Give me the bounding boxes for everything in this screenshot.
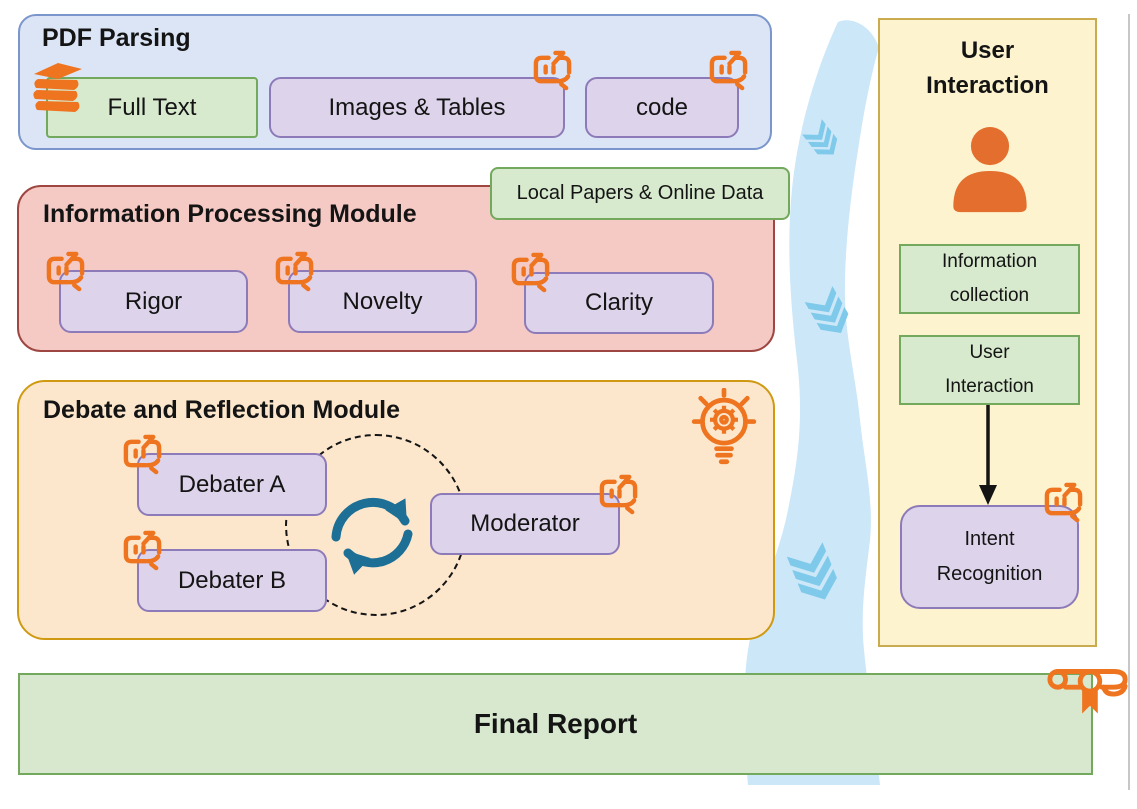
- chatbot-icon: [595, 474, 642, 515]
- images-tables-box: Images & Tables: [269, 77, 565, 138]
- debater-a-label: Debater A: [178, 470, 286, 498]
- moderator-box: Moderator: [430, 493, 620, 555]
- chatbot-icon: [119, 530, 166, 571]
- module-debate-reflection: Debate and Reflection Module Debater A D…: [17, 380, 775, 640]
- novelty-label: Novelty: [342, 287, 423, 315]
- intent-recognition-label: Intent Recognition: [936, 528, 1043, 585]
- debater-a-box: Debater A: [137, 453, 327, 516]
- rigor-box: Rigor: [59, 270, 248, 333]
- debater-b-label: Debater B: [177, 566, 287, 594]
- chatbot-icon: [507, 252, 554, 293]
- local-papers-box: Local Papers & Online Data: [490, 167, 790, 220]
- books-icon: [28, 58, 88, 116]
- page-edge-line: [1128, 14, 1130, 790]
- local-papers-label: Local Papers & Online Data: [516, 182, 764, 204]
- clarity-box: Clarity: [524, 272, 714, 334]
- pdf-parsing-title: PDF Parsing: [42, 24, 191, 52]
- user-interaction-title: User Interaction: [926, 37, 1049, 99]
- module-information-processing: Information Processing Module Rigor Nove…: [17, 185, 775, 352]
- final-report-box: Final Report: [18, 673, 1093, 775]
- chatbot-icon: [42, 251, 89, 292]
- flow-arrow-down: [979, 405, 997, 505]
- chatbot-icon: [1040, 482, 1087, 523]
- information-collection-box: Information collection: [899, 244, 1080, 314]
- code-label: code: [635, 93, 689, 121]
- person-icon: [946, 122, 1034, 220]
- lightbulb-gear-icon: [687, 388, 761, 472]
- module-pdf-parsing: PDF Parsing Full Text Images & Tables co…: [18, 14, 772, 150]
- chatbot-icon: [705, 50, 752, 91]
- user-interaction-box: User Interaction: [899, 335, 1080, 405]
- images-tables-label: Images & Tables: [328, 93, 506, 121]
- final-report-label: Final Report: [473, 708, 638, 739]
- chatbot-icon: [271, 251, 318, 292]
- intent-recognition-box: Intent Recognition: [900, 505, 1079, 609]
- chatbot-icon: [529, 50, 576, 91]
- clarity-label: Clarity: [584, 289, 653, 316]
- information-collection-label: Information collection: [941, 250, 1038, 306]
- cycle-arrows-icon: [331, 497, 413, 575]
- debate-reflection-title: Debate and Reflection Module: [43, 396, 400, 424]
- debater-b-box: Debater B: [137, 549, 327, 612]
- scroll-certificate-icon: [1045, 660, 1131, 726]
- code-box: code: [585, 77, 739, 138]
- panel-user-interaction: User Interaction Information collection …: [878, 18, 1097, 647]
- novelty-box: Novelty: [288, 270, 477, 333]
- chatbot-icon: [119, 434, 166, 475]
- user-interaction-label: User Interaction: [945, 341, 1034, 397]
- moderator-label: Moderator: [470, 510, 580, 537]
- information-processing-title: Information Processing Module: [43, 200, 417, 228]
- full-text-box: Full Text: [46, 77, 258, 138]
- full-text-label: Full Text: [107, 93, 197, 121]
- rigor-label: Rigor: [124, 287, 183, 315]
